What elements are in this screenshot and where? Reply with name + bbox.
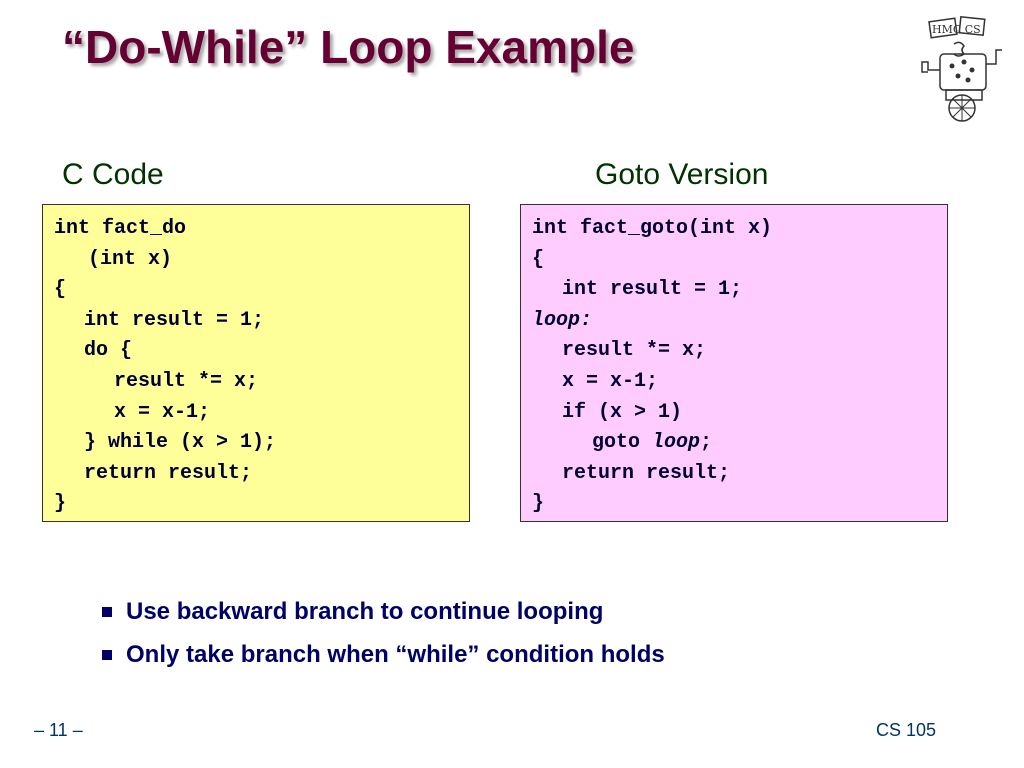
code-line: (int x) — [54, 245, 469, 276]
code-text: int fact_do — [54, 217, 187, 240]
bullet-text: Use backward branch to continue looping — [126, 597, 604, 625]
code-text: result *= x; — [114, 369, 259, 393]
code-text: int result = 1; — [84, 308, 265, 332]
code-text: int result = 1; — [562, 278, 743, 302]
code-line: return result; — [532, 459, 947, 490]
slide-title: “Do-While” Loop Example — [62, 21, 635, 73]
code-line: x = x-1; — [532, 367, 947, 398]
code-line: int fact_do — [54, 214, 469, 245]
c-code-heading: C Code — [62, 158, 164, 191]
code-text: do { — [84, 339, 133, 363]
code-line: loop: — [532, 306, 947, 337]
code-text: result *= x; — [562, 339, 707, 363]
page-number: – 11 – — [34, 720, 83, 740]
bullet-item: Use backward branch to continue looping — [102, 590, 665, 633]
code-label: loop: — [532, 308, 593, 332]
logo-text: HMC CS — [932, 23, 981, 36]
code-line: { — [532, 245, 947, 276]
code-text: (int x) — [88, 247, 173, 271]
bullet-list: Use backward branch to continue looping … — [102, 590, 665, 676]
code-text: } while (x > 1); — [84, 431, 277, 455]
hmc-cs-logo: HMC CS — [921, 15, 1002, 122]
code-line: result *= x; — [532, 336, 947, 367]
bullet-item: Only take branch when “while” condition … — [102, 633, 665, 676]
code-line: result *= x; — [54, 367, 469, 398]
code-line: } — [54, 489, 469, 520]
course-label: CS 105 — [876, 720, 937, 740]
code-text: int fact_goto(int x) — [532, 217, 773, 240]
code-line: x = x-1; — [54, 398, 469, 429]
goto-code-box: int fact_goto(int x) { int result = 1; loop… — [520, 204, 948, 522]
code-line: return result; — [54, 459, 469, 490]
code-text: { — [54, 278, 67, 302]
bullet-text: Only take branch when “while” condition … — [126, 640, 665, 668]
code-text: { — [532, 247, 545, 271]
code-label: loop — [652, 431, 701, 455]
code-text: x = x-1; — [562, 369, 659, 393]
c-code-box: int fact_do (int x) { int result = 1; do { re… — [42, 204, 470, 522]
code-line: } while (x > 1); — [54, 428, 469, 459]
square-bullet-icon — [102, 606, 112, 617]
code-text: if (x > 1) — [562, 400, 683, 424]
code-text: return result; — [562, 461, 731, 485]
code-text: } — [532, 492, 545, 516]
code-line: goto loop; — [532, 428, 947, 459]
code-line: { — [54, 275, 469, 306]
code-text: x = x-1; — [114, 400, 211, 424]
square-bullet-icon — [102, 649, 112, 660]
code-line: int fact_goto(int x) — [532, 214, 947, 245]
code-line: } — [532, 489, 947, 520]
code-line: int result = 1; — [54, 306, 469, 337]
goto-version-heading: Goto Version — [595, 158, 769, 191]
code-text: } — [54, 492, 67, 516]
code-line: int result = 1; — [532, 275, 947, 306]
code-suffix: ; — [700, 431, 713, 455]
code-text: return result; — [84, 461, 253, 485]
code-line: do { — [54, 336, 469, 367]
code-text: goto — [592, 431, 653, 455]
code-line: if (x > 1) — [532, 398, 947, 429]
